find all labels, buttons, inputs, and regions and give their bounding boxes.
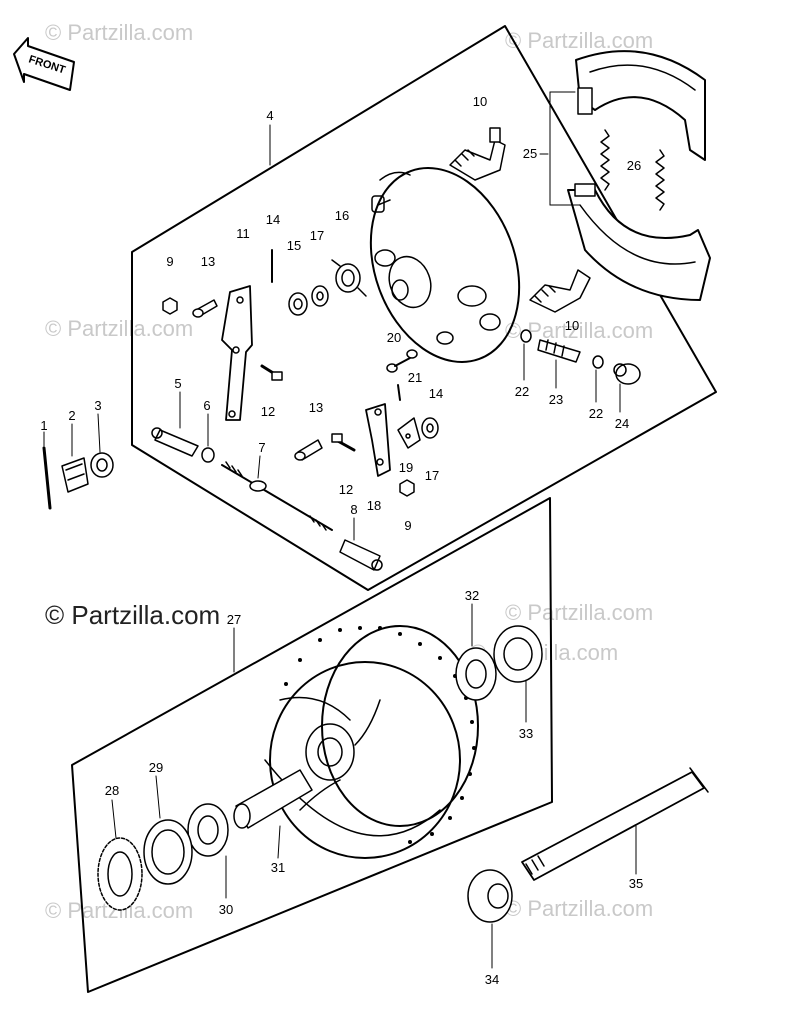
callout-31: 31 [271,860,285,875]
callout-20: 20 [387,330,401,345]
oil-seal-33 [493,625,543,683]
brake-cam-upper [449,127,506,181]
wear-indicator [397,417,421,449]
callout-22: 22 [589,406,603,421]
sprocket-28 [97,837,143,911]
callout-26: 26 [627,158,641,173]
callout-19: 19 [399,460,413,475]
callout-6: 6 [203,398,210,413]
watermark: © Partzilla.com [505,896,654,921]
watermark: © Partzilla.com [505,600,654,625]
callout-10: 10 [565,318,579,333]
washer-22-left [520,329,532,343]
callout-25: 25 [523,146,537,161]
brake-rod [221,461,333,531]
washer-22-right [592,355,604,369]
callout-13: 13 [201,254,215,269]
washer-17-upper [311,285,329,307]
callout-12: 12 [339,482,353,497]
shoe-spring-left [600,129,610,191]
bolt-12-lower [331,433,356,452]
brake-lever [221,285,253,421]
hub-group-outline [71,497,553,993]
callout-27: 27 [227,612,241,627]
callout-28: 28 [105,783,119,798]
rod-end-rear [339,539,383,571]
callout-32: 32 [465,588,479,603]
nut-21 [406,349,418,359]
callout-16: 16 [335,208,349,223]
watermark: © Partzilla.com [45,20,194,45]
castle-nut-2 [61,457,89,493]
callout-9: 9 [404,518,411,533]
watermark: © Partzilla.com [45,600,221,630]
callout-14: 14 [429,386,443,401]
callout-8: 8 [350,502,357,517]
callout-7: 7 [258,440,265,455]
oil-seal-29 [143,819,193,885]
torsion-spring [331,259,367,297]
callout-1: 1 [40,418,47,433]
watermark: © Partzilla.com [45,316,194,341]
rod-end [151,427,199,457]
shoe-spring-right [655,149,665,211]
callout-33: 33 [519,726,533,741]
callout-23: 23 [549,392,563,407]
front-arrow-icon [13,37,75,91]
brake-shoe-upper [575,50,706,161]
pin-13-lower [294,439,323,461]
callout-14: 14 [266,212,280,227]
callout-13: 13 [309,400,323,415]
speedo-pinion-23 [537,339,581,363]
bearing-32 [455,647,497,701]
brake-panel-group-outline [131,25,717,591]
callout-21: 21 [408,370,422,385]
nut-9-lower [399,479,415,497]
callout-34: 34 [485,972,499,987]
callout-11: 11 [236,226,250,241]
callout-9: 9 [166,254,173,269]
collar-34 [467,869,513,923]
callout-22: 22 [515,384,529,399]
callout-15: 15 [287,238,301,253]
washer-15 [288,292,308,316]
spacer-31 [233,769,313,829]
watermark: © Partzilla.com [505,28,654,53]
brake-shoe-lower [567,183,711,301]
callout-24: 24 [615,416,629,431]
washer-3 [90,452,114,478]
bolt-12-upper [260,364,283,381]
bearing-30 [187,803,229,857]
callout-2: 2 [68,408,75,423]
cotter-pin-1 [42,446,52,510]
callout-4: 4 [266,108,273,123]
nut-6 [201,447,215,463]
callout-5: 5 [174,376,181,391]
cotter-pin-14-lower [397,384,401,401]
wheel-hub [264,625,479,859]
callout-35: 35 [629,876,643,891]
bushing-24 [613,363,641,385]
axle-35 [521,767,709,881]
pin-13-upper [192,299,218,318]
nut-9-upper [162,297,178,315]
brake-cam-lower [529,269,591,313]
callout-17: 17 [425,468,439,483]
callout-17: 17 [310,228,324,243]
callout-18: 18 [367,498,381,513]
brake-panel [369,167,521,363]
callout-30: 30 [219,902,233,917]
callout-29: 29 [149,760,163,775]
bolt-20 [386,357,411,373]
callout-3: 3 [94,398,101,413]
callout-10: 10 [473,94,487,109]
callout-12: 12 [261,404,275,419]
washer-17-lower [421,417,439,439]
cam-lever [365,403,391,477]
